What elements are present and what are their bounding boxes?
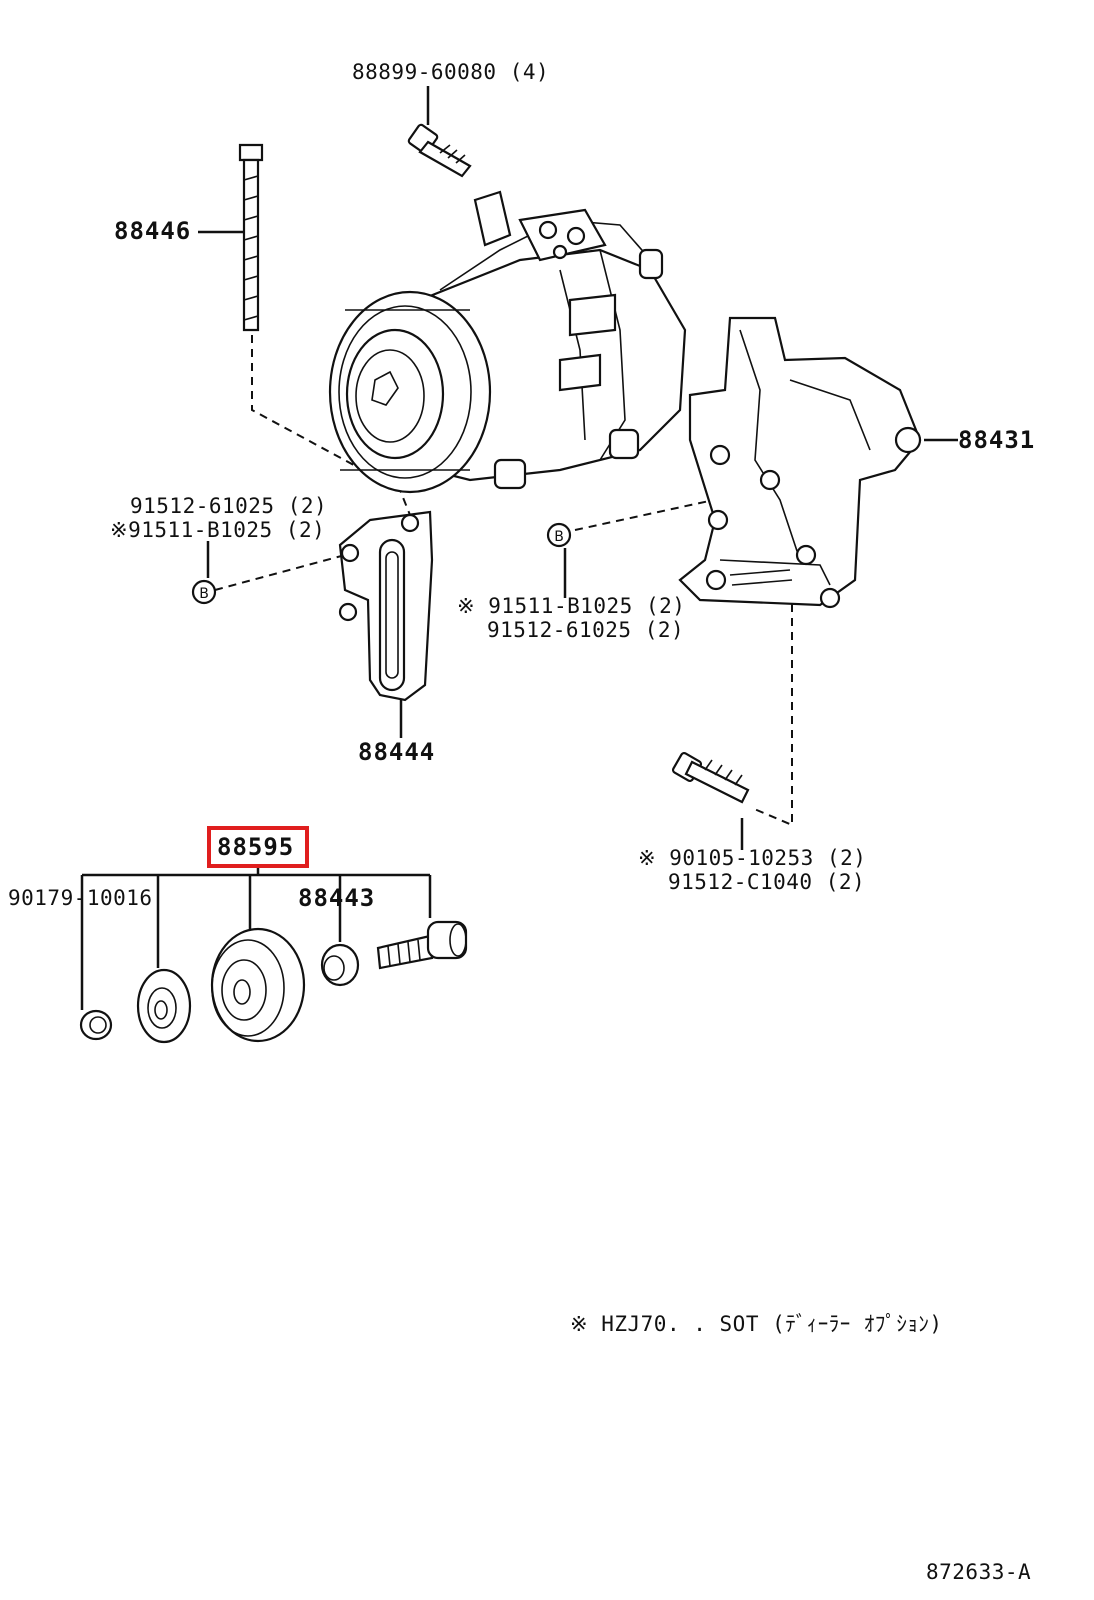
label-bolt-bottom-a: ※ 90105-10253 (2) [638, 846, 867, 870]
washer-right-icon: B [546, 522, 572, 548]
compressor-icon [328, 190, 687, 494]
label-bolt-long: 88446 [114, 217, 192, 245]
spacer-icon [320, 943, 360, 987]
label-washer-left-a: 91512-61025 (2) [130, 494, 328, 518]
label-bracket: 88431 [958, 426, 1036, 454]
bolt-bottom-icon [671, 751, 750, 804]
assembly-highlight-box [207, 826, 309, 868]
label-adjust-bar: 88444 [358, 738, 436, 766]
leader-lines [80, 86, 958, 1010]
svg-text:B: B [199, 586, 209, 602]
label-washer-left-b: ※91511-B1025 (2) [110, 518, 326, 542]
label-washer-right-b: 91512-61025 (2) [487, 618, 685, 642]
label-spacer: 88443 [298, 884, 376, 912]
label-assembly: 88595 [217, 833, 295, 861]
footnote: ※ HZJ70. . SOT (ﾃﾞｨｰﾗｰ ｵﾌﾟｼｮﾝ) [570, 1312, 943, 1336]
bolt-long-icon [238, 143, 264, 332]
label-bolt-bottom-b: 91512-C1040 (2) [668, 870, 866, 894]
washer-plate-icon [136, 968, 192, 1044]
nut-icon [79, 1009, 113, 1041]
idler-pulley-icon [210, 927, 306, 1043]
pulley-bolt-icon [376, 920, 468, 970]
adjust-bar-icon [338, 510, 434, 702]
label-nut: 90179-10016 [8, 886, 153, 910]
svg-text:B: B [554, 529, 564, 545]
bracket-icon [678, 316, 922, 609]
label-washer-right-a: ※ 91511-B1025 (2) [457, 594, 686, 618]
figure-id: 872633-A [926, 1560, 1032, 1584]
bolt-top-icon [407, 123, 472, 178]
label-bolt-top: 88899-60080 (4) [352, 60, 550, 84]
washer-left-icon: B [191, 579, 217, 605]
